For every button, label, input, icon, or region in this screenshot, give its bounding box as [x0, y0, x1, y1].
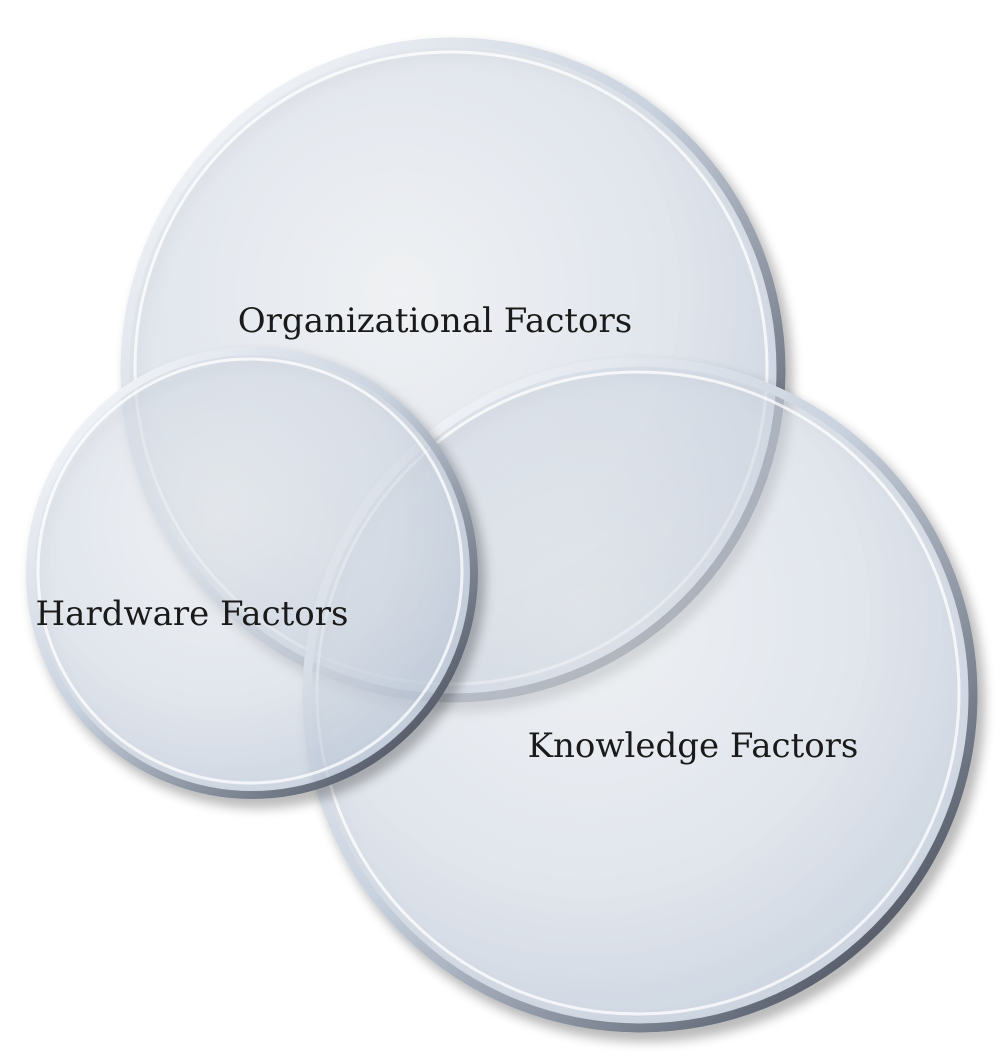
- label-organizational-factors: Organizational Factors: [238, 301, 632, 341]
- label-knowledge-factors: Knowledge Factors: [528, 726, 859, 766]
- circle-hardware: [26, 347, 478, 799]
- label-hardware-factors: Hardware Factors: [36, 594, 349, 634]
